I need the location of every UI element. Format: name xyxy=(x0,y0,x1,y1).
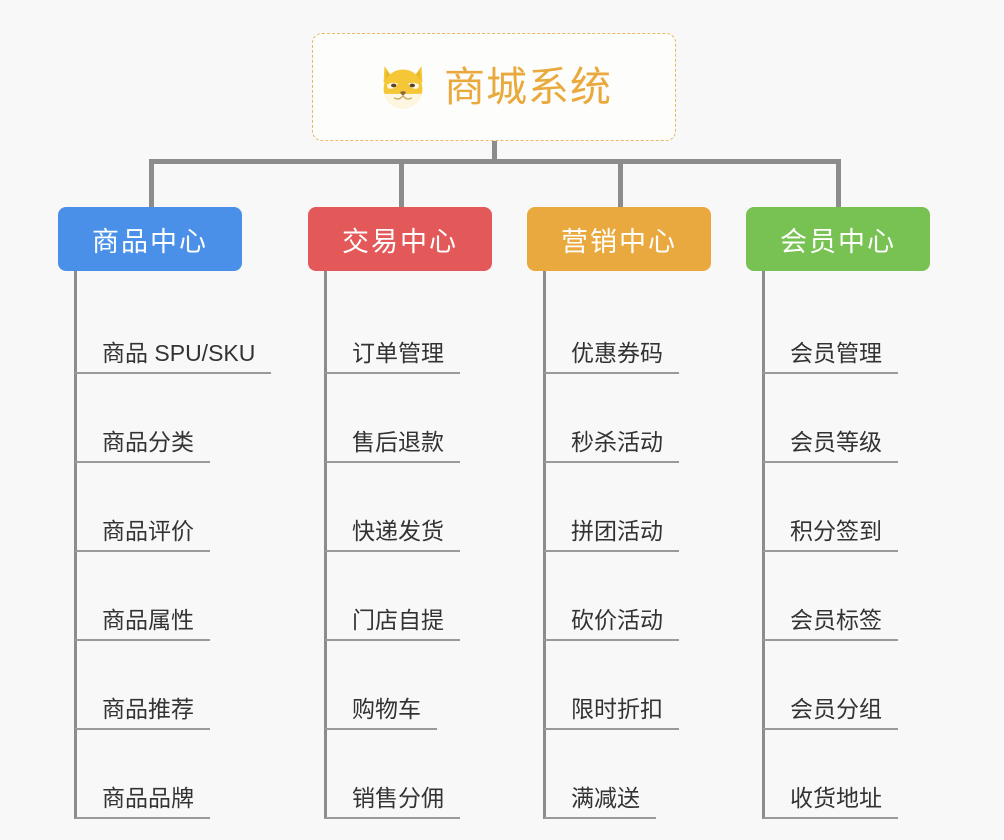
connector-trunk-member-center xyxy=(762,271,765,819)
leaf-item-label: 收货地址 xyxy=(790,785,882,811)
branch-column-member-center: 会员中心会员管理会员等级积分签到会员标签会员分组收货地址 xyxy=(746,207,930,819)
leaf-item-label: 商品推荐 xyxy=(102,696,194,722)
leaf-item-label: 订单管理 xyxy=(352,340,444,366)
leaf-item-underline xyxy=(75,550,210,552)
leaf-item-label: 售后退款 xyxy=(352,429,444,455)
leaf-item-label: 砍价活动 xyxy=(571,607,663,633)
leaf-item-underline xyxy=(75,728,210,730)
leaf-item[interactable]: 快递发货 xyxy=(308,463,492,552)
leaf-item[interactable]: 商品评价 xyxy=(58,463,242,552)
leaf-item-underline xyxy=(325,372,460,374)
leaf-item[interactable]: 会员等级 xyxy=(746,374,930,463)
leaf-item[interactable]: 砍价活动 xyxy=(527,552,711,641)
connector-drop-2 xyxy=(618,159,623,207)
leaf-item-underline xyxy=(763,372,898,374)
leaf-item[interactable]: 商品品牌 xyxy=(58,730,242,819)
leaf-item[interactable]: 积分签到 xyxy=(746,463,930,552)
root-node-shopping-mall-system[interactable]: 商城系统 xyxy=(312,33,676,141)
leaf-item[interactable]: 收货地址 xyxy=(746,730,930,819)
branch-column-product-center: 商品中心商品 SPU/SKU 商品分类商品评价商品属性商品推荐商品品牌 xyxy=(58,207,271,819)
leaf-item-underline xyxy=(325,728,437,730)
leaf-item-label: 拼团活动 xyxy=(571,518,663,544)
connector-root-stem xyxy=(492,141,497,163)
leaf-item-underline xyxy=(763,550,898,552)
leaf-item-label: 商品分类 xyxy=(102,429,194,455)
leaf-item-label: 会员标签 xyxy=(790,607,882,633)
leaf-item-underline xyxy=(763,639,898,641)
leaf-list-marketing-center: 优惠券码秒杀活动拼团活动砍价活动限时折扣满减送 xyxy=(527,271,711,819)
connector-drop-3 xyxy=(836,159,841,207)
leaf-item[interactable]: 优惠券码 xyxy=(527,285,711,374)
leaf-item-underline xyxy=(325,817,460,819)
leaf-item-label: 优惠券码 xyxy=(571,340,663,366)
leaf-item-underline xyxy=(325,550,460,552)
leaf-item-underline xyxy=(544,728,679,730)
leaf-item[interactable]: 订单管理 xyxy=(308,285,492,374)
category-header-trade-center[interactable]: 交易中心 xyxy=(308,207,492,271)
leaf-item[interactable]: 商品属性 xyxy=(58,552,242,641)
branch-column-marketing-center: 营销中心优惠券码秒杀活动拼团活动砍价活动限时折扣满减送 xyxy=(527,207,711,819)
leaf-list-product-center: 商品 SPU/SKU 商品分类商品评价商品属性商品推荐商品品牌 xyxy=(58,271,271,819)
root-title: 商城系统 xyxy=(444,63,612,110)
leaf-item-underline xyxy=(544,550,679,552)
leaf-item-label: 会员管理 xyxy=(790,340,882,366)
leaf-item[interactable]: 购物车 xyxy=(308,641,492,730)
category-header-member-center[interactable]: 会员中心 xyxy=(746,207,930,271)
leaf-item[interactable]: 商品分类 xyxy=(58,374,242,463)
leaf-item-underline xyxy=(75,817,210,819)
leaf-item[interactable]: 销售分佣 xyxy=(308,730,492,819)
connector-trunk-trade-center xyxy=(324,271,327,819)
leaf-item-label: 门店自提 xyxy=(352,607,444,633)
leaf-item-label: 购物车 xyxy=(352,696,421,722)
leaf-item-label: 秒杀活动 xyxy=(571,429,663,455)
leaf-item-underline xyxy=(75,461,210,463)
connector-drop-0 xyxy=(149,159,154,207)
leaf-list-trade-center: 订单管理售后退款快递发货门店自提购物车销售分佣 xyxy=(308,271,492,819)
leaf-item-label: 商品 SPU/SKU xyxy=(102,340,256,366)
leaf-item[interactable]: 会员管理 xyxy=(746,285,930,374)
connector-trunk-marketing-center xyxy=(543,271,546,819)
category-header-product-center[interactable]: 商品中心 xyxy=(58,207,242,271)
leaf-item-label: 会员等级 xyxy=(790,429,882,455)
leaf-item[interactable]: 满减送 xyxy=(527,730,711,819)
leaf-item-label: 商品品牌 xyxy=(102,785,194,811)
leaf-item[interactable]: 商品 SPU/SKU xyxy=(58,285,271,374)
connector-horizontal-bus xyxy=(149,159,841,164)
leaf-item[interactable]: 会员分组 xyxy=(746,641,930,730)
leaf-item[interactable]: 会员标签 xyxy=(746,552,930,641)
leaf-item-underline xyxy=(325,461,460,463)
leaf-item[interactable]: 秒杀活动 xyxy=(527,374,711,463)
leaf-item-underline xyxy=(544,372,679,374)
leaf-item-underline xyxy=(763,817,898,819)
leaf-item[interactable]: 商品推荐 xyxy=(58,641,242,730)
leaf-item-label: 销售分佣 xyxy=(352,785,444,811)
leaf-item-underline xyxy=(544,639,679,641)
branch-column-trade-center: 交易中心订单管理售后退款快递发货门店自提购物车销售分佣 xyxy=(308,207,492,819)
leaf-item-label: 满减送 xyxy=(571,785,640,811)
leaf-item[interactable]: 门店自提 xyxy=(308,552,492,641)
connector-drop-1 xyxy=(399,159,404,207)
leaf-item-underline xyxy=(544,461,679,463)
leaf-item[interactable]: 售后退款 xyxy=(308,374,492,463)
leaf-item-label: 商品属性 xyxy=(102,607,194,633)
leaf-item-underline xyxy=(763,461,898,463)
leaf-item-label: 限时折扣 xyxy=(571,696,663,722)
leaf-item[interactable]: 拼团活动 xyxy=(527,463,711,552)
category-header-marketing-center[interactable]: 营销中心 xyxy=(527,207,711,271)
connector-trunk-product-center xyxy=(74,271,77,819)
leaf-item-underline xyxy=(544,817,656,819)
leaf-item[interactable]: 限时折扣 xyxy=(527,641,711,730)
leaf-list-member-center: 会员管理会员等级积分签到会员标签会员分组收货地址 xyxy=(746,271,930,819)
leaf-item-underline xyxy=(763,728,898,730)
leaf-item-label: 会员分组 xyxy=(790,696,882,722)
leaf-item-label: 商品评价 xyxy=(102,518,194,544)
leaf-item-underline xyxy=(75,639,210,641)
leaf-item-label: 快递发货 xyxy=(352,518,444,544)
shiba-dog-face-icon xyxy=(376,61,430,115)
leaf-item-underline xyxy=(325,639,460,641)
leaf-item-label: 积分签到 xyxy=(790,518,882,544)
leaf-item-underline xyxy=(75,372,271,374)
